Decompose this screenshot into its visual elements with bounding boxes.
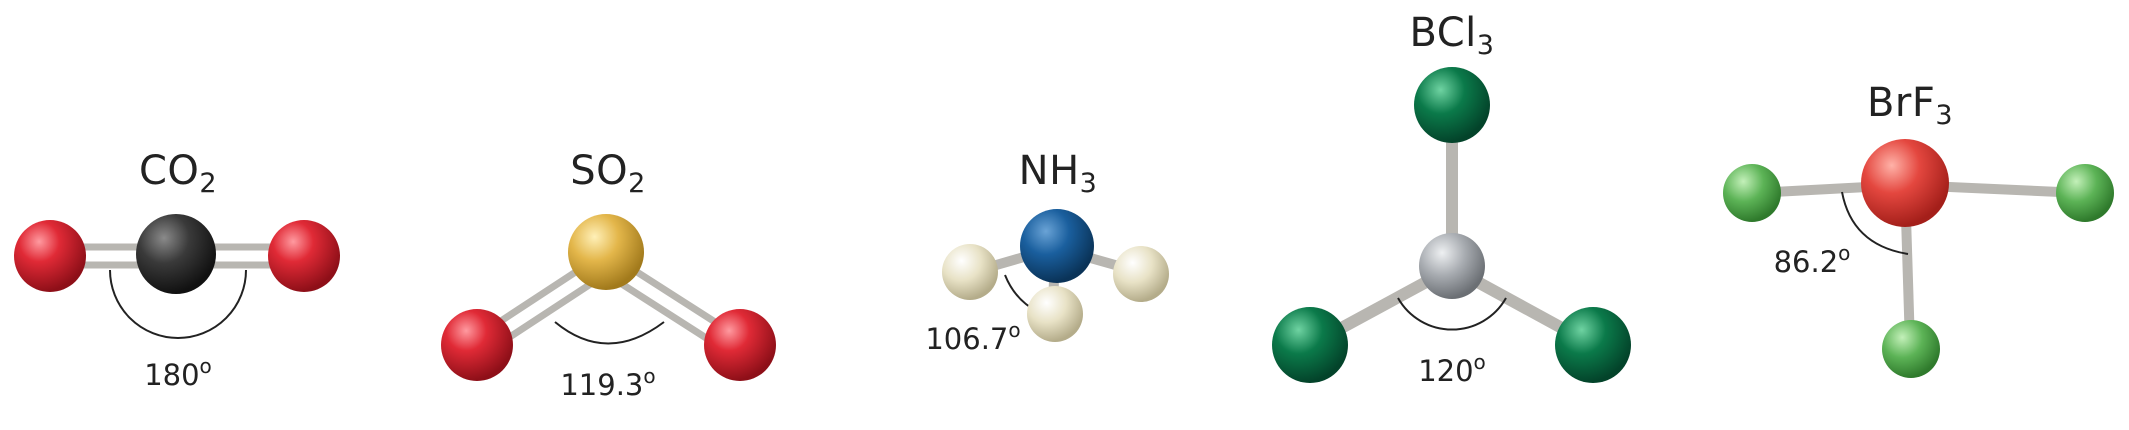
fluorine-atom [1723,164,1781,222]
brf3-angle-arc [1841,191,1909,255]
co2-angle-arc [109,269,247,339]
bcl3-angle-label: 120o [1418,350,1486,388]
hydrogen-atom [942,244,998,300]
brf3-molecule [1723,139,2114,378]
fluorine-atom [2056,164,2114,222]
co2-formula-label: CO2 [138,148,218,199]
oxygen-atom [441,309,513,381]
co2-angle-label: 180o [144,354,212,392]
so2-angle-label: 119.3o [560,364,656,402]
boron-atom [1419,233,1485,299]
co2-molecule [14,214,340,339]
so2-formula-label: SO2 [570,148,646,199]
so2-molecule [441,214,776,381]
oxygen-atom [704,309,776,381]
nh3-angle-label: 106.7o [925,318,1021,356]
sulfur-atom [568,214,644,290]
oxygen-atom [14,220,86,292]
brf3-angle-label: 86.2o [1773,241,1851,279]
nh3-molecule [942,209,1169,342]
brf3-formula-label: BrF3 [1866,80,1954,131]
bcl3-molecule [1272,67,1631,383]
carbon-atom [136,214,216,294]
bcl3-angle-arc [1397,297,1507,331]
bcl3-formula-label: BCl3 [1409,10,1495,61]
nh3-formula-label: NH3 [1018,148,1098,199]
chlorine-atom [1272,307,1348,383]
chlorine-atom [1555,307,1631,383]
nitrogen-atom [1020,209,1094,283]
oxygen-atom [268,220,340,292]
chlorine-atom [1414,67,1490,143]
hydrogen-atom [1027,286,1083,342]
hydrogen-atom [1113,246,1169,302]
bromine-atom [1861,139,1949,227]
fluorine-atom [1882,320,1940,378]
so2-angle-arc [554,321,665,345]
